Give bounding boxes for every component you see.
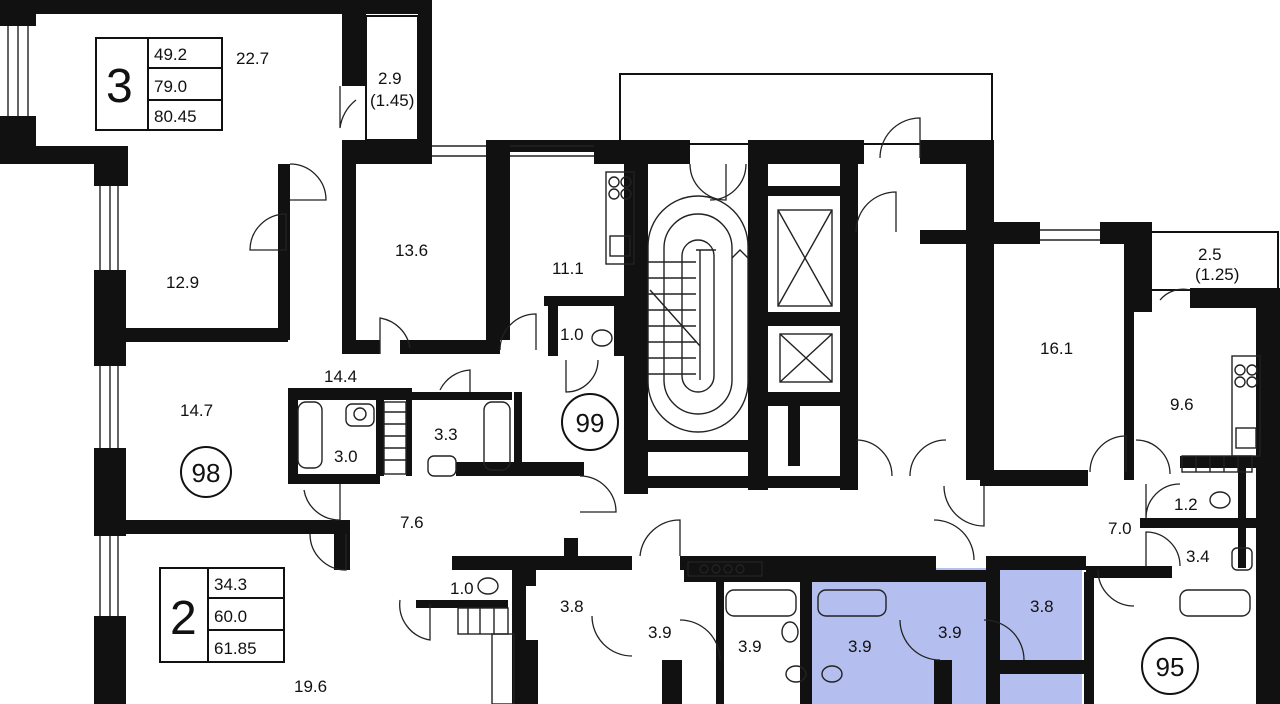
room-area: 14.7 [180, 401, 213, 420]
apartment-number-99: 99 [561, 393, 619, 451]
svg-text:98: 98 [192, 458, 221, 488]
room-area: 3.9 [738, 637, 762, 656]
windows [7, 26, 1100, 616]
room-area: 1.0 [560, 325, 584, 344]
room-area: 11.1 [552, 259, 584, 278]
apartment-summary-3: 3 49.2 79.0 80.45 [95, 37, 223, 131]
room-area: 9.6 [1170, 395, 1194, 414]
room-area: (1.45) [370, 91, 414, 110]
room-area: 12.9 [166, 273, 199, 292]
room-area: 14.4 [324, 367, 357, 386]
room-area: 1.0 [450, 579, 474, 598]
staircase [647, 195, 749, 433]
room-area: 2.9 [378, 69, 402, 88]
room-area: 3.9 [848, 637, 872, 656]
room-area: 3.0 [334, 447, 358, 466]
elevators [777, 209, 833, 383]
living-area-label: 34.3 [214, 575, 247, 594]
room-count-label: 3 [106, 60, 133, 113]
room-area: 3.8 [1030, 597, 1054, 616]
sanitary-fixtures [297, 329, 1253, 683]
room-area: 22.7 [236, 49, 269, 68]
room-area: 3.4 [1186, 547, 1210, 566]
room-count-label: 2 [170, 592, 197, 645]
apartment-number-95: 95 [1141, 637, 1199, 695]
kitchen-units [491, 171, 1261, 704]
apartment-number-98: 98 [180, 446, 232, 498]
room-area: 2.5 [1198, 245, 1222, 264]
room-area: 3.9 [648, 623, 672, 642]
total-area-label: 79.0 [154, 77, 187, 96]
total-area-with-balcony-label: 80.45 [154, 107, 197, 126]
room-area: (1.25) [1195, 265, 1239, 284]
doors [249, 86, 1191, 661]
living-area-label: 49.2 [154, 45, 187, 64]
room-area: 13.6 [395, 241, 428, 260]
room-area: 3.9 [938, 623, 962, 642]
svg-text:95: 95 [1156, 652, 1185, 682]
room-area: 7.0 [1108, 519, 1132, 538]
room-area: 1.2 [1174, 495, 1198, 514]
svg-text:99: 99 [576, 408, 605, 438]
apartment-summary-2: 2 34.3 60.0 61.85 [159, 567, 285, 663]
room-area: 3.8 [560, 597, 584, 616]
total-area-label: 60.0 [214, 607, 247, 626]
total-area-with-balcony-label: 61.85 [214, 639, 257, 658]
room-area: 3.3 [434, 425, 458, 444]
room-area: 7.6 [400, 513, 424, 532]
room-area: 16.1 [1040, 339, 1073, 358]
room-area: 19.6 [294, 677, 327, 696]
room-area-labels: 22.7 2.9 (1.45) 13.6 11.1 12.9 1.0 14.4 … [166, 49, 1239, 696]
